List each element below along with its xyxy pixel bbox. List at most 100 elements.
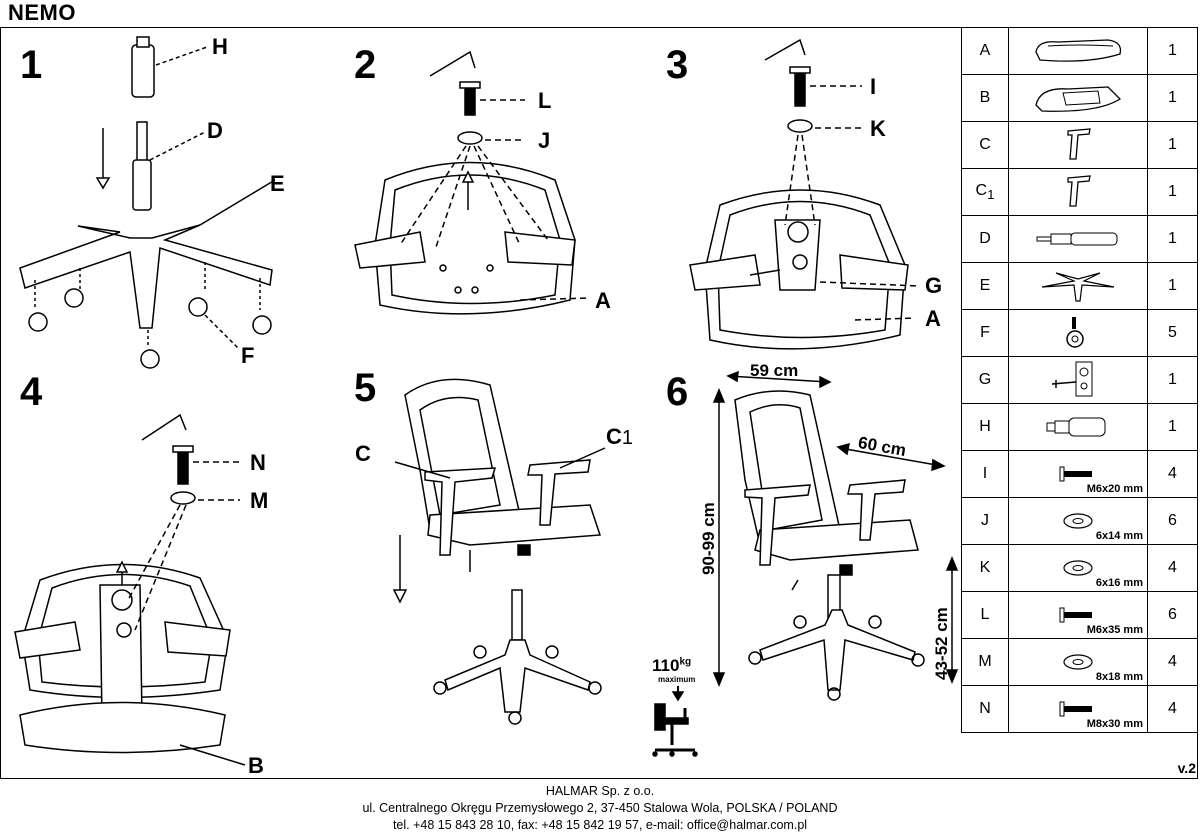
version-label: v.2 — [1177, 760, 1196, 776]
callout-i: I — [870, 74, 877, 99]
part-letter: C — [961, 121, 1009, 169]
part-spec: M6x20 mm — [1086, 483, 1143, 495]
washer-icon — [1009, 553, 1147, 583]
part-letter-text: M — [978, 653, 992, 670]
part-image — [1008, 215, 1148, 263]
callout-f: F — [241, 343, 255, 368]
max-load-label: maximum — [658, 675, 696, 684]
footer-contact: tel. +48 15 843 28 10, fax: +48 15 842 1… — [392, 818, 808, 832]
instruction-frame — [0, 27, 1198, 779]
part-letter: I — [961, 450, 1009, 498]
footer: HALMAR Sp. z o.o. ul. Centralnego Okręgu… — [0, 783, 1200, 834]
part-letter-text: N — [979, 700, 991, 717]
part-image: M8x30 mm — [1008, 685, 1148, 733]
part-letter-text: I — [982, 465, 988, 482]
part-image — [1008, 403, 1148, 451]
gas-cover-icon — [1009, 404, 1147, 450]
gas-lift-icon — [1009, 216, 1147, 262]
callout-a-step2: A — [595, 288, 611, 313]
part-letter: A — [961, 27, 1009, 75]
part-spec: M8x30 mm — [1086, 718, 1143, 730]
part-image: 6x14 mm — [1008, 497, 1148, 545]
callout-c: C — [355, 441, 371, 466]
caster-icon — [1009, 310, 1147, 356]
seat-base-icon — [1009, 75, 1147, 121]
callout-j: J — [538, 128, 551, 153]
part-image — [1008, 356, 1148, 404]
seat-icon — [1009, 28, 1147, 74]
step-2-number: 2 — [354, 43, 377, 87]
bolt-icon — [1009, 459, 1147, 489]
part-letter-text: G — [978, 371, 992, 388]
part-letter-text: L — [980, 606, 990, 623]
part-letter-text: J — [981, 512, 989, 529]
part-image: 8x18 mm — [1008, 638, 1148, 686]
callout-e: E — [270, 171, 285, 196]
part-image — [1008, 168, 1148, 216]
part-letter: C1 — [961, 168, 1009, 216]
bolt-icon — [1009, 694, 1147, 724]
step-1-number: 1 — [20, 43, 43, 87]
callout-n: N — [250, 450, 266, 475]
part-letter: B — [961, 74, 1009, 122]
part-quantity: 1 — [1147, 215, 1198, 263]
dimension-width: 59 cm — [750, 361, 799, 380]
part-quantity: 1 — [1147, 168, 1198, 216]
part-spec: 8x18 mm — [1095, 671, 1143, 683]
part-letter: F — [961, 309, 1009, 357]
part-letter-text: A — [979, 42, 991, 59]
parts-row: M 8x18 mm 4 — [961, 638, 1198, 686]
callout-g: G — [925, 273, 943, 298]
part-image: M6x35 mm — [1008, 591, 1148, 639]
callout-c1: C1 — [606, 424, 634, 449]
part-letter: M — [961, 638, 1009, 686]
armrest-icon — [1009, 122, 1147, 168]
part-quantity: 1 — [1147, 74, 1198, 122]
footer-company: HALMAR Sp. z o.o. — [545, 784, 655, 798]
armrest-icon — [1009, 169, 1147, 215]
step-6-number: 6 — [666, 370, 689, 414]
part-letter-text: C — [979, 136, 991, 153]
step-3-number: 3 — [666, 43, 689, 87]
bolt-icon — [1009, 600, 1147, 630]
part-spec: M6x35 mm — [1086, 624, 1143, 636]
part-image — [1008, 309, 1148, 357]
footer-address: ul. Centralnego Okręgu Przemysłowego 2, … — [362, 801, 838, 815]
part-spec: 6x16 mm — [1095, 577, 1143, 589]
star-base-icon — [1009, 263, 1147, 309]
part-letter-text: D — [979, 230, 991, 247]
part-letter-text: K — [979, 559, 991, 576]
part-image: M6x20 mm — [1008, 450, 1148, 498]
part-letter: L — [961, 591, 1009, 639]
callout-b: B — [248, 753, 264, 778]
callout-k: K — [870, 116, 886, 141]
part-image — [1008, 262, 1148, 310]
part-letter-subscript: 1 — [987, 187, 995, 203]
callout-l: L — [538, 88, 552, 113]
part-quantity: 1 — [1147, 27, 1198, 75]
part-spec: 6x14 mm — [1095, 530, 1143, 542]
part-letter-text: C — [975, 181, 988, 199]
callout-a-step3: A — [925, 306, 941, 331]
document-title: NEMO — [8, 0, 76, 25]
part-letter: G — [961, 356, 1009, 404]
mechanism-icon — [1009, 357, 1147, 403]
part-letter-text: F — [980, 324, 990, 341]
part-quantity: 4 — [1147, 638, 1198, 686]
part-image: 6x16 mm — [1008, 544, 1148, 592]
part-image — [1008, 121, 1148, 169]
part-letter-text: E — [979, 277, 991, 294]
part-image — [1008, 74, 1148, 122]
part-quantity: 1 — [1147, 356, 1198, 404]
